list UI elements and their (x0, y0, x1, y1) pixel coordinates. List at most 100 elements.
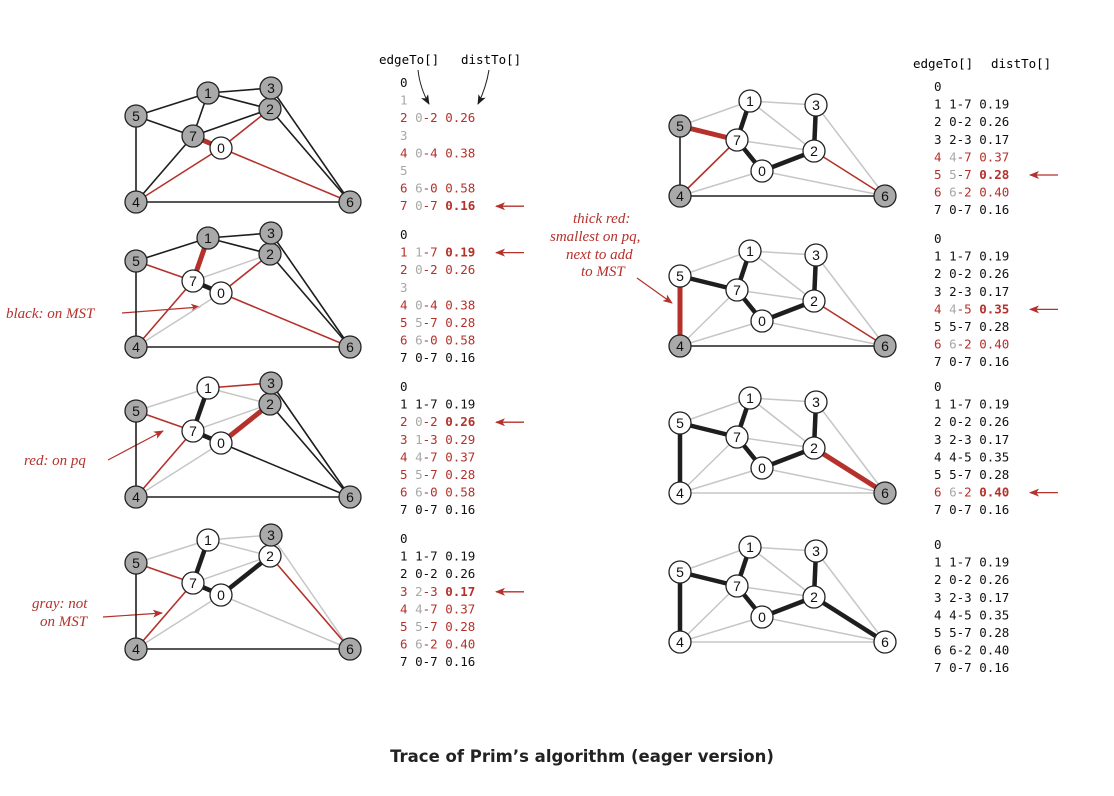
vertex-1 (196, 226, 220, 250)
table-cell: 7 (934, 660, 942, 675)
vertex-label-2: 2 (810, 440, 818, 456)
table-cell (408, 350, 416, 365)
vertex-label-3: 3 (812, 97, 820, 113)
table-cell: 7 (964, 249, 972, 264)
vertex-3 (259, 371, 283, 395)
table-cell: 0.17 (979, 590, 1009, 605)
header-edgeto-right: edgeTo[] (913, 56, 973, 71)
table-cell: 6 (415, 333, 423, 348)
table-cell: - (423, 181, 431, 196)
edge-3-6-black (270, 382, 351, 498)
table-cell (942, 555, 950, 570)
table-cell: 5 (964, 449, 972, 464)
table-cell: 0.17 (979, 132, 1009, 147)
edge-1-5-black (135, 92, 209, 117)
vertex-label-4: 4 (132, 641, 140, 657)
table-cell (972, 397, 980, 412)
table-cell: - (957, 284, 965, 299)
vertex-6 (338, 335, 362, 359)
table-cell (942, 502, 950, 517)
vertex-label-1: 1 (746, 390, 754, 406)
table-cell: 6 (934, 337, 942, 352)
table-cell: 7 (964, 319, 972, 334)
table-cell: - (957, 643, 965, 658)
vertex-4 (124, 485, 148, 509)
table-row: 7 0-7 0.16 (400, 502, 475, 517)
table-cell (438, 502, 446, 517)
table-cell: 0 (415, 297, 423, 312)
table-cell: - (423, 485, 431, 500)
table-cell (408, 315, 416, 330)
table-cell: 7 (430, 502, 438, 517)
table-cell: 0.16 (979, 660, 1009, 675)
table-cell: 0 (949, 202, 957, 217)
table-cell (438, 654, 446, 669)
table-row: 0 (934, 79, 942, 94)
table-cell (438, 584, 446, 599)
vertex-6 (873, 630, 897, 654)
annotation-thickred-pointer (636, 277, 673, 304)
table-cell: 0.26 (979, 414, 1009, 429)
table-cell: 4 (949, 301, 957, 316)
table-cell (942, 485, 950, 500)
trace-table-3: 01 1-7 0.192 0-2 0.263 1-3 0.294 4-7 0.3… (400, 379, 524, 517)
table-cell: 0.26 (979, 114, 1009, 129)
table-cell: 0 (934, 231, 942, 246)
table-cell: 5 (964, 607, 972, 622)
vertex-label-3: 3 (812, 543, 820, 559)
table-cell (942, 97, 950, 112)
table-cell: - (957, 354, 965, 369)
table-cell (438, 432, 446, 447)
table-row: 1 1-7 0.19 (934, 97, 1009, 112)
edge-0-4-gray (679, 320, 763, 347)
table-cell (438, 414, 446, 429)
table-cell (438, 145, 446, 160)
table-cell: - (957, 397, 965, 412)
table-cell (972, 249, 980, 264)
table-cell: - (423, 566, 431, 581)
vertex-label-3: 3 (267, 225, 275, 241)
vertex-4 (124, 335, 148, 359)
edge-1-5-gray (135, 387, 209, 412)
vertex-label-4: 4 (132, 194, 140, 210)
table-cell: 4 (934, 149, 942, 164)
edge-0-6-gray (761, 170, 886, 197)
table-cell: 4 (400, 297, 408, 312)
table-cell: 0.28 (445, 619, 475, 634)
vertex-label-2: 2 (810, 143, 818, 159)
table-cell (972, 607, 980, 622)
table-cell: 0.16 (979, 354, 1009, 369)
edge-2-7-gray (736, 289, 815, 302)
table-cell: 0.38 (445, 297, 475, 312)
edge-1-5-gray (679, 397, 751, 424)
edge-2-6-thickred (812, 445, 887, 496)
vertex-6 (873, 184, 897, 208)
table-row: 4 0-4 0.38 (400, 145, 475, 160)
edge-0-4-gray (679, 170, 763, 197)
edge-2-6-red (813, 150, 886, 197)
vertex-label-6: 6 (881, 188, 889, 204)
table-cell: 5 (415, 619, 423, 634)
table-cell (438, 262, 446, 277)
table-row: 0 (400, 531, 408, 546)
table-row: 1 1-7 0.19 (400, 245, 475, 260)
edge-1-5-black (135, 237, 209, 262)
table-cell: 0 (949, 502, 957, 517)
table-cell: 0.40 (979, 185, 1009, 200)
table-cell: 1 (934, 249, 942, 264)
vertex-label-2: 2 (266, 548, 274, 564)
table-row: 3 2-3 0.17 (934, 132, 1009, 147)
table-cell: 2 (964, 414, 972, 429)
table-row: 2 0-2 0.26 (400, 566, 475, 581)
vertex-label-0: 0 (758, 163, 766, 179)
vertex-2 (802, 289, 826, 313)
table-cell: 0.19 (979, 397, 1009, 412)
vertex-1 (738, 386, 762, 410)
table-cell: 3 (430, 584, 438, 599)
table-cell: 2 (400, 414, 408, 429)
table-cell: 4 (400, 601, 408, 616)
table-row: 4 4-5 0.35 (934, 607, 1009, 622)
table-row: 7 0-7 0.16 (934, 502, 1009, 517)
table-cell: 7 (964, 149, 972, 164)
